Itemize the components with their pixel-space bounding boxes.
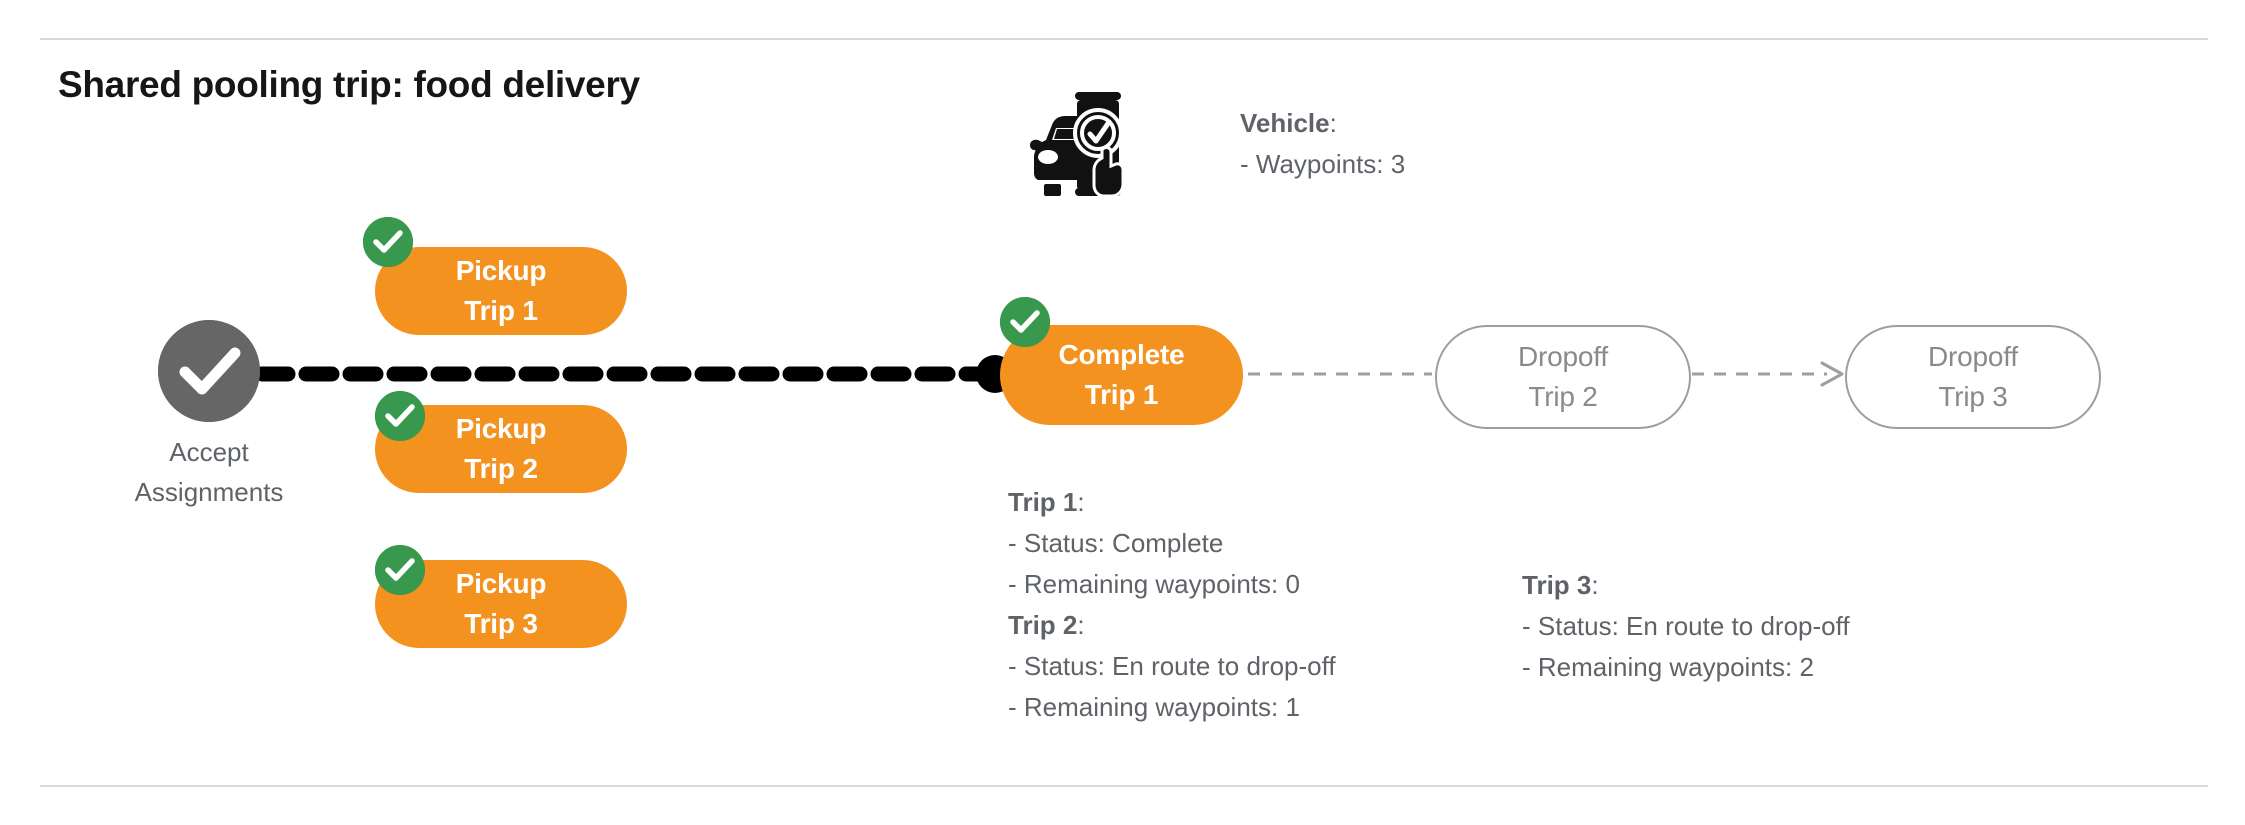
vehicle-waypoints-line: - Waypoints: 3 <box>1240 149 1406 179</box>
trip-3-heading: Trip 3 <box>1522 570 1592 600</box>
chip-complete-line2: Trip 1 <box>1084 379 1159 410</box>
bottom-divider <box>40 785 2208 787</box>
trip-2-heading: Trip 2 <box>1008 610 1078 640</box>
vehicle-heading-row: Vehicle: <box>1240 103 1405 144</box>
chip-complete-line1: Complete <box>1058 339 1185 370</box>
node-dropoff-trip-3[interactable]: Dropoff Trip 3 <box>1845 325 2101 429</box>
trip-details-right: Trip 3: - Status: En route to drop-off -… <box>1522 565 1850 688</box>
check-badge-icon-pickup-3 <box>375 545 425 595</box>
start-node-label: Accept Assignments <box>98 432 320 512</box>
arrowhead-icon <box>1820 361 1844 387</box>
trip-1-status-line: - Status: Complete <box>1008 528 1224 558</box>
check-badge-icon-pickup-1 <box>363 217 413 267</box>
car-phone-check-icon <box>1030 88 1124 198</box>
chip-complete-trip-1[interactable]: Complete Trip 1 <box>1000 325 1243 425</box>
trip-3-waypoints-line: - Remaining waypoints: 2 <box>1522 652 1814 682</box>
trip-3-heading-colon: : <box>1591 570 1599 600</box>
trip-details-left: Trip 1: - Status: Complete - Remaining w… <box>1008 482 1336 728</box>
trip-2-waypoints-line: - Remaining waypoints: 1 <box>1008 692 1300 722</box>
trip-1-waypoints-line: - Remaining waypoints: 0 <box>1008 569 1300 599</box>
top-divider <box>40 38 2208 40</box>
trip-1-heading-row: Trip 1: <box>1008 482 1336 523</box>
trip-2-heading-row: Trip 2: <box>1008 605 1336 646</box>
trip-2-heading-colon: : <box>1077 610 1085 640</box>
chip-pickup-3-line1: Pickup <box>455 568 547 599</box>
chip-pickup-1-line2: Trip 1 <box>464 295 538 326</box>
node-dropoff-2-line1: Dropoff <box>1518 341 1608 372</box>
node-dropoff-3-line1: Dropoff <box>1928 341 2018 372</box>
node-dropoff-3-line2: Trip 3 <box>1938 381 2008 412</box>
node-dropoff-trip-2[interactable]: Dropoff Trip 2 <box>1435 325 1691 429</box>
trip-1-heading: Trip 1 <box>1008 487 1078 517</box>
check-circle-icon <box>158 320 260 422</box>
vehicle-legend-text: Vehicle: - Waypoints: 3 <box>1240 103 1405 185</box>
vehicle-heading-colon: : <box>1329 108 1337 138</box>
check-badge-icon-complete <box>1000 297 1050 347</box>
start-node-accept-assignments[interactable]: Accept Assignments <box>135 320 283 507</box>
trip-3-heading-row: Trip 3: <box>1522 565 1850 606</box>
chip-pickup-trip-1[interactable]: Pickup Trip 1 <box>375 247 627 335</box>
check-badge-icon-pickup-2 <box>375 391 425 441</box>
start-label-line1: Accept <box>169 437 249 467</box>
trip-3-status-line: - Status: En route to drop-off <box>1522 611 1850 641</box>
start-label-line2: Assignments <box>134 477 284 507</box>
vehicle-heading: Vehicle <box>1240 108 1330 138</box>
chip-pickup-2-line1: Pickup <box>455 413 547 444</box>
trip-2-status-line: - Status: En route to drop-off <box>1008 651 1336 681</box>
page-title: Shared pooling trip: food delivery <box>58 64 640 105</box>
chip-pickup-3-line2: Trip 3 <box>464 608 538 639</box>
chip-pickup-2-line2: Trip 2 <box>464 453 538 484</box>
chip-pickup-1-line1: Pickup <box>455 255 547 286</box>
trip-1-heading-colon: : <box>1077 487 1085 517</box>
node-dropoff-2-line2: Trip 2 <box>1528 381 1598 412</box>
